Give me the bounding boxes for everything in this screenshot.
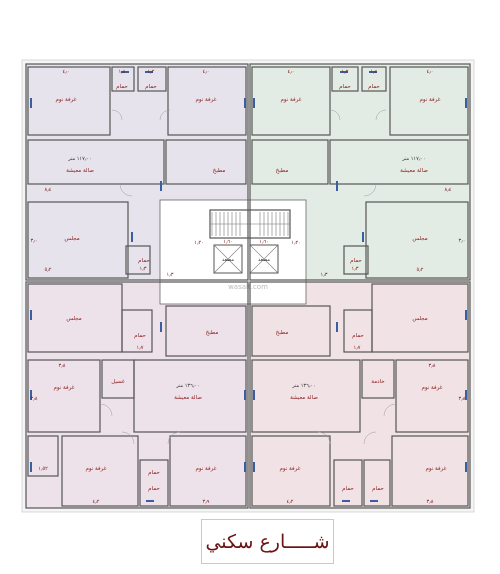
tl-dim-1: ٤٫٠ bbox=[63, 69, 70, 75]
tr-hall: صالة معيشة bbox=[400, 168, 428, 174]
bl-majlis: مجلس bbox=[66, 316, 81, 322]
tl-bedroom-1: غرفة نوم bbox=[55, 97, 76, 103]
br-kitchen: مطبخ bbox=[276, 330, 289, 336]
br-bath-1: حمام bbox=[352, 333, 364, 339]
tl-bath-1: حمام bbox=[116, 84, 128, 90]
br-dim-2: ١٫٧ bbox=[354, 345, 361, 351]
walls-top-right bbox=[249, 63, 471, 281]
bl-dim-5: ٣٫٩ bbox=[203, 499, 210, 505]
br-bath-2: حمام bbox=[342, 486, 354, 492]
tl-dim-8: ١٫٣ bbox=[140, 266, 147, 272]
tr-dim-2: ١٫٢ bbox=[342, 69, 349, 75]
tl-bedroom-2: غرفة نوم bbox=[195, 97, 216, 103]
windows-top-left bbox=[30, 71, 246, 242]
br-majlis: مجلس bbox=[412, 316, 427, 322]
tl-hall: صالة معيشة bbox=[66, 168, 94, 174]
bl-dim-2: ١٫٧ bbox=[137, 345, 144, 351]
unit-bottom-left bbox=[26, 282, 248, 508]
bl-bedroom-2: غرفة نوم bbox=[85, 466, 106, 472]
tr-majlis: مجلس bbox=[412, 236, 427, 242]
tr-dim-8: ١٫٣ bbox=[352, 266, 359, 272]
tl-hall-area: ١١٧٫٠٠ متر bbox=[67, 156, 92, 162]
bl-hall: صالة معيشة bbox=[174, 395, 202, 401]
windows-bottom-right bbox=[253, 310, 467, 502]
tr-dim-4: ٤٫٠ bbox=[427, 69, 434, 75]
br-bath-3: حمام bbox=[372, 486, 384, 492]
bl-hall-area: ١٣٦٫٠٠ متر bbox=[175, 383, 200, 389]
elevator-right-label: مصعد bbox=[258, 257, 270, 263]
br-maid: خادمة bbox=[371, 379, 384, 385]
br-hall-area: ١٣٦٫٠٠ متر bbox=[291, 383, 316, 389]
tr-dim-1: ٤٫٠ bbox=[288, 69, 295, 75]
tl-dim-5: ٨٫٤ bbox=[45, 187, 52, 193]
tl-bath-3: حمام bbox=[138, 258, 150, 264]
walls-bottom-right bbox=[249, 281, 471, 509]
bl-dim-6: ١٫٥٢ bbox=[38, 466, 48, 472]
tl-dim-6: ٣٫٠ bbox=[31, 238, 38, 244]
tr-dim-3: ١٫٤ bbox=[371, 69, 378, 75]
tl-dim-4: ٤٫٠ bbox=[203, 69, 210, 75]
tr-dim-5: ٨٫٤ bbox=[445, 187, 452, 193]
core-dim-5: ١٫٣ bbox=[167, 272, 174, 278]
br-dim-5: ٣٫٨ bbox=[427, 499, 434, 505]
tr-dim-7: ٥٫٢ bbox=[417, 267, 424, 273]
tr-bedroom-1: غرفة نوم bbox=[280, 97, 301, 103]
tr-bath-2: حمام bbox=[368, 84, 380, 90]
bl-bath-3: حمام bbox=[148, 486, 160, 492]
tl-majlis: مجلس bbox=[64, 236, 79, 242]
tr-bath-3: حمام bbox=[350, 258, 362, 264]
core-dim-1: ١٫٦٠ bbox=[223, 239, 233, 245]
bl-bath-2: حمام bbox=[148, 470, 160, 476]
windows-bottom-left bbox=[30, 310, 246, 502]
core-dim-2: ١٫٦٠ bbox=[259, 239, 269, 245]
street-label-box: شـــــارع سكني bbox=[201, 519, 334, 564]
br-bedroom-2: غرفة نوم bbox=[279, 466, 300, 472]
tr-bath-1: حمام bbox=[339, 84, 351, 90]
bl-kitchen: مطبخ bbox=[206, 330, 219, 336]
br-dim-1: ٣٫٨ bbox=[429, 363, 436, 369]
br-bedroom-3: غرفة نوم bbox=[425, 466, 446, 472]
bl-dim-3: ٣٫٨ bbox=[31, 396, 38, 402]
bl-bedroom-1: غرفة نوم bbox=[53, 385, 74, 391]
tr-kitchen: مطبخ bbox=[276, 168, 289, 174]
bl-dim-4: ٤٫٢ bbox=[93, 499, 100, 505]
street-label: شـــــارع سكني bbox=[205, 530, 330, 553]
core-dim-6: ١٫٣ bbox=[321, 272, 328, 278]
bl-bath-1: حمام bbox=[134, 333, 146, 339]
bl-dim-1: ٣٫٨ bbox=[59, 363, 66, 369]
core-dim-4: ١٫٢٠ bbox=[291, 240, 301, 246]
bl-laundry: غسيل bbox=[111, 379, 125, 385]
br-dim-4: ٤٫٢ bbox=[287, 499, 294, 505]
br-dim-3: ٣٫٨ bbox=[459, 396, 466, 402]
tl-bath-2: حمام bbox=[145, 84, 157, 90]
core-dim-3: ١٫٢٠ bbox=[194, 240, 204, 246]
br-bedroom-1: غرفة نوم bbox=[421, 385, 442, 391]
tr-hall-area: ١١٧٫٠٠ متر bbox=[401, 156, 426, 162]
tr-dim-6: ٣٫٠ bbox=[459, 238, 466, 244]
tl-dim-7: ٥٫٢ bbox=[45, 267, 52, 273]
tl-kitchen: مطبخ bbox=[213, 168, 226, 174]
bl-bedroom-3: غرفة نوم bbox=[195, 466, 216, 472]
walls-top-left bbox=[25, 63, 249, 281]
walls-bottom-left bbox=[25, 281, 249, 509]
elevator-left-label: مصعد bbox=[222, 257, 234, 263]
tl-dim-3: ١٫٢ bbox=[148, 69, 155, 75]
windows-top-right bbox=[253, 71, 467, 242]
tl-dim-2: ١٫٤ bbox=[119, 69, 126, 75]
br-hall: صالة معيشة bbox=[290, 395, 318, 401]
tr-bedroom-2: غرفة نوم bbox=[419, 97, 440, 103]
